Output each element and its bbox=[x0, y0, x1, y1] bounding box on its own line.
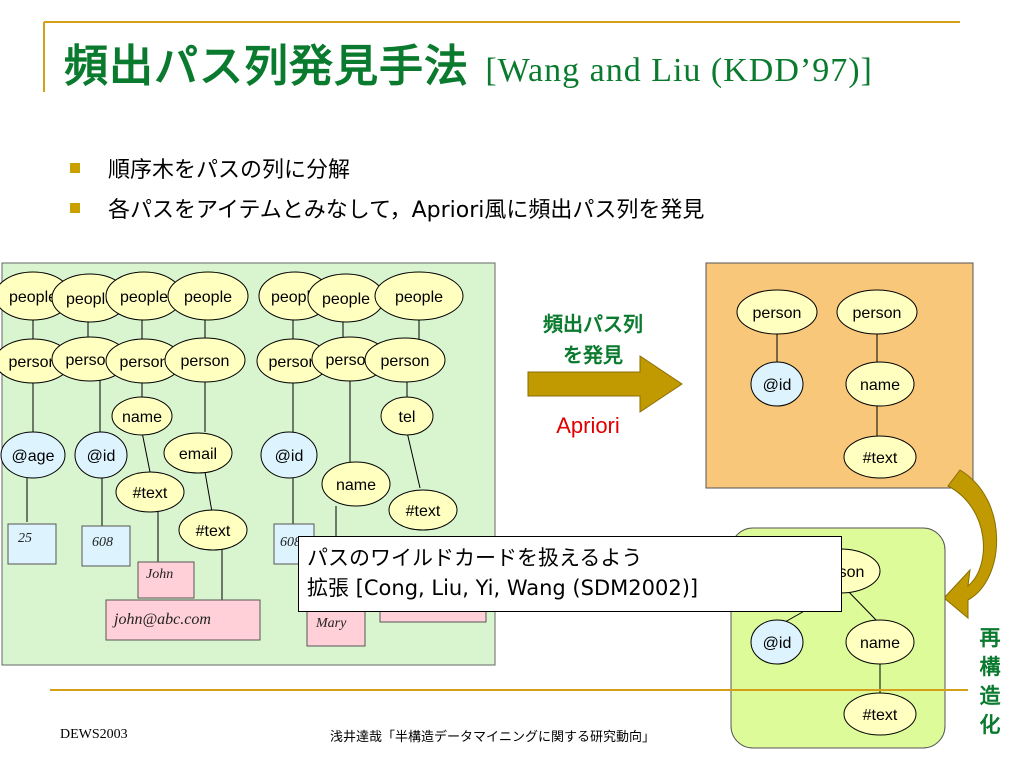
person-node: person bbox=[269, 354, 318, 371]
person-node: person bbox=[9, 354, 58, 371]
bullet-marker-icon bbox=[70, 203, 80, 213]
value-box bbox=[137, 561, 195, 599]
people-node: people bbox=[322, 291, 370, 308]
left-value-texts: 25 608 John john@abc.com 608 Mary bbox=[18, 531, 347, 631]
person-node: person bbox=[381, 353, 430, 370]
restructure-label: 再構造化 bbox=[976, 624, 1004, 740]
value-box bbox=[105, 599, 261, 641]
value-text: Mary bbox=[315, 616, 347, 631]
bullet-marker-icon bbox=[70, 163, 80, 173]
apriori-label: Apriori bbox=[556, 413, 620, 438]
attr-node: @age bbox=[12, 448, 55, 465]
value-box bbox=[7, 523, 57, 565]
callout-line: 拡張 [Cong, Liu, Yi, Wang (SDM2002)] bbox=[307, 576, 699, 600]
name-node: name bbox=[122, 409, 162, 426]
name-node: name bbox=[336, 477, 376, 494]
value-text: john@abc.com bbox=[112, 611, 211, 628]
slide-title-reference: [Wang and Liu (KDD’97)] bbox=[485, 52, 873, 89]
value-text: John bbox=[146, 567, 173, 582]
text-node: #text bbox=[863, 707, 898, 724]
arrow-label-line2: を発見 bbox=[563, 343, 623, 367]
text-node: #text bbox=[196, 523, 231, 540]
people-node: people bbox=[66, 291, 114, 308]
value-text: 608 bbox=[92, 535, 113, 550]
person-node: person bbox=[753, 305, 802, 322]
attr-node: @id bbox=[763, 635, 792, 652]
bullet-text: 順序木をパスの列に分解 bbox=[108, 158, 351, 183]
people-node: people bbox=[395, 289, 443, 306]
callout-line: パスのワイルドカードを扱えるよう bbox=[307, 546, 643, 570]
bullet-text: 各パスをアイテムとみなして，Apriori風に頻出パス列を発見 bbox=[108, 198, 705, 223]
person-node: person bbox=[853, 305, 902, 322]
frequent-paths-nodes: person @id person name #text bbox=[736, 289, 918, 479]
person-node: person bbox=[181, 353, 230, 370]
person-node: person bbox=[120, 354, 169, 371]
discover-arrow bbox=[527, 355, 683, 413]
attr-node: @id bbox=[763, 377, 792, 394]
slide-title: 頻出パス列発見手法 [Wang and Liu (KDD’97)] bbox=[64, 30, 873, 94]
slide-title-jp: 頻出パス列発見手法 bbox=[64, 41, 469, 92]
email-node: email bbox=[179, 446, 217, 463]
text-node: #text bbox=[406, 503, 441, 520]
header-decoration bbox=[43, 21, 960, 92]
value-text: 25 bbox=[18, 531, 32, 546]
arrow-label: 頻出パス列 を発見 bbox=[543, 312, 643, 367]
person-node: person bbox=[326, 352, 375, 369]
restructure-label-text: 再構造化 bbox=[979, 626, 1001, 737]
footer-center: 浅井達哉「半構造データマイニングに関する研究動向」 bbox=[330, 730, 656, 745]
callout-box: パスのワイルドカードを扱えるよう 拡張 [Cong, Liu, Yi, Wang… bbox=[298, 536, 842, 612]
frequent-paths-edges bbox=[776, 334, 878, 436]
attr-node: @id bbox=[87, 448, 116, 465]
name-node: name bbox=[860, 635, 900, 652]
bullet-item: 各パスをアイテムとみなして，Apriori風に頻出パス列を発見 bbox=[70, 188, 704, 228]
restructure-arrow bbox=[943, 469, 998, 620]
people-node: people bbox=[184, 289, 232, 306]
name-node: name bbox=[860, 377, 900, 394]
people-node: people bbox=[9, 289, 57, 306]
people-node: people bbox=[271, 289, 319, 306]
arrow-label-line1: 頻出パス列 bbox=[543, 312, 643, 336]
value-text: 608 bbox=[280, 535, 301, 550]
tel-node: tel bbox=[399, 409, 416, 426]
value-box bbox=[81, 525, 131, 567]
people-node: people bbox=[120, 289, 168, 306]
bullet-list: 順序木をパスの列に分解 各パスをアイテムとみなして，Apriori風に頻出パス列… bbox=[70, 148, 704, 228]
frequent-paths-panel bbox=[705, 262, 974, 489]
person-node: person bbox=[66, 352, 115, 369]
footer-left: DEWS2003 bbox=[60, 727, 128, 742]
text-node: #text bbox=[133, 485, 168, 502]
attr-node: @id bbox=[275, 448, 304, 465]
left-tree-nodes: people people people people people peopl… bbox=[0, 271, 464, 551]
bullet-item: 順序木をパスの列に分解 bbox=[70, 148, 704, 188]
text-node: #text bbox=[863, 450, 898, 467]
